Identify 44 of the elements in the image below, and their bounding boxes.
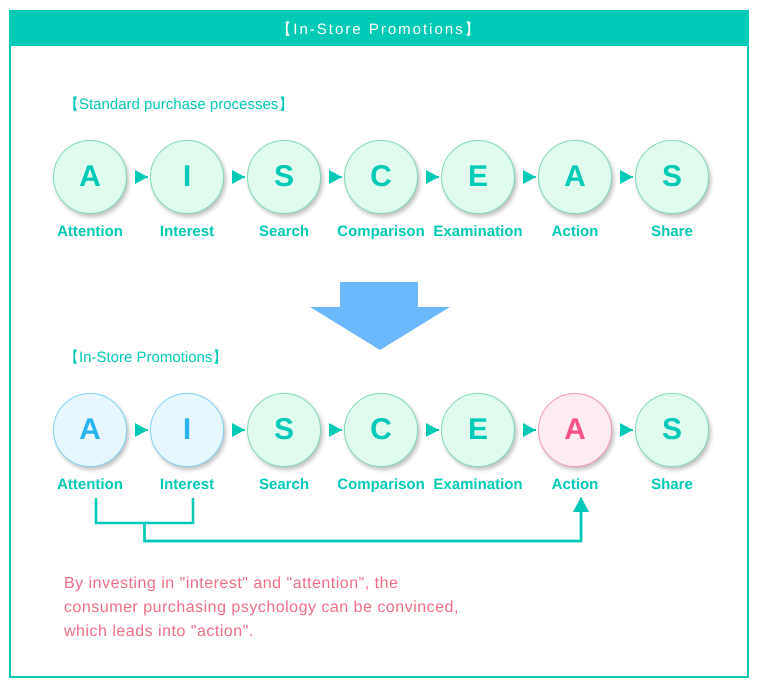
stage-name: Comparison [336, 476, 426, 493]
stage-name: Interest [158, 476, 216, 493]
stage-letter: A [79, 160, 101, 194]
chevron-arrow [620, 423, 633, 437]
stage-name: Share [650, 223, 694, 240]
stage-name: Search [258, 476, 310, 493]
stage-letter: S [274, 413, 294, 447]
chevron-arrow [329, 423, 342, 437]
stage-letter: E [468, 160, 488, 194]
stage-name: Examination [432, 476, 524, 493]
section-heading: 【In-Store Promotions】 [64, 348, 228, 367]
chevron-arrow [329, 170, 342, 184]
stage-letter: A [564, 413, 586, 447]
stage-name: Search [258, 223, 310, 240]
chevron-arrow [523, 423, 536, 437]
stage-letter: C [370, 160, 392, 194]
stage-name: Interest [158, 223, 216, 240]
chevron-arrow [135, 423, 148, 437]
stage-letter: S [662, 413, 682, 447]
stage-letter: C [370, 413, 392, 447]
title-banner: 【In-Store Promotions】 [11, 12, 747, 46]
section-heading: 【Standard purchase processes】 [64, 95, 294, 114]
chevron-arrow [426, 170, 439, 184]
stage-name: Action [550, 223, 600, 240]
chevron-arrow [426, 423, 439, 437]
stage-letter: E [468, 413, 488, 447]
chevron-arrow [620, 170, 633, 184]
chevron-arrow [135, 170, 148, 184]
stage-name: Attention [56, 223, 124, 240]
note-text: By investing in "interest" and "attention", the consumer purchasing psychology can be convinced, which leads into "action". [64, 574, 460, 642]
chevron-arrow [523, 170, 536, 184]
chevron-arrow [232, 423, 245, 437]
stage-letter: I [182, 160, 192, 194]
stage-name: Comparison [336, 223, 426, 240]
chevron-arrow [232, 170, 245, 184]
stage-letter: I [182, 413, 192, 447]
stage-name: Action [550, 476, 600, 493]
stage-name: Share [650, 476, 694, 493]
stage-letter: S [662, 160, 682, 194]
stage-letter: S [274, 160, 294, 194]
stage-letter: A [564, 160, 586, 194]
stage-name: Examination [432, 223, 524, 240]
stage-name: Attention [56, 476, 124, 493]
stage-letter: A [79, 413, 101, 447]
